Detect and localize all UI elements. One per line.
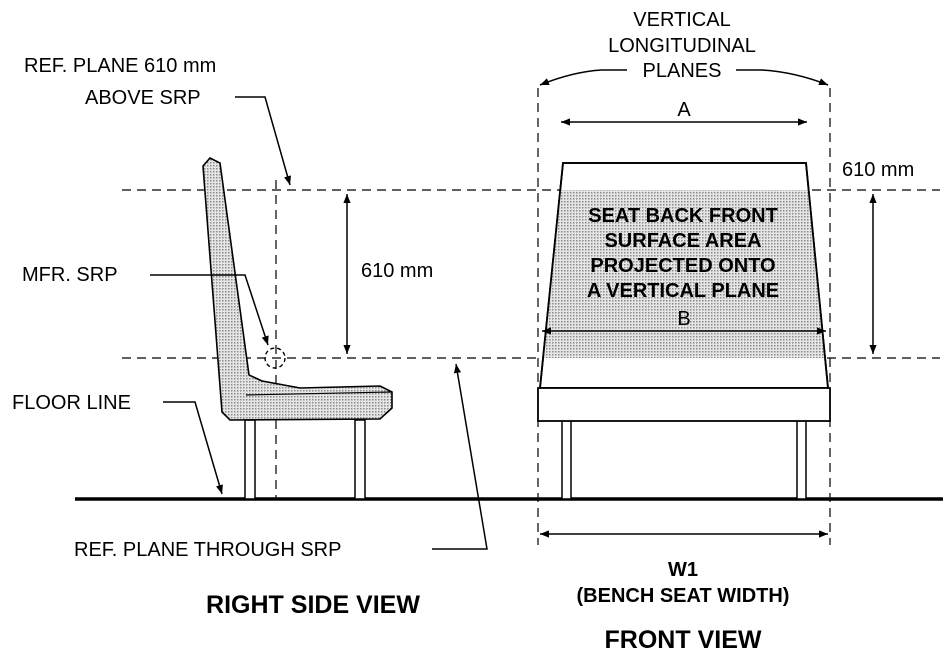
front-right-leg <box>796 419 807 500</box>
projected-area-fill <box>543 190 825 358</box>
dimension-b-label: B <box>677 308 690 330</box>
planes-leader-left <box>539 69 627 86</box>
area-label-line2: SURFACE AREA <box>604 230 761 252</box>
side-seat-profile <box>202 157 393 421</box>
planes-label-line3: PLANES <box>643 60 722 82</box>
front-view-title: FRONT VIEW <box>605 626 762 654</box>
side-rear-leg <box>354 419 366 500</box>
w1-desc-label: (BENCH SEAT WIDTH) <box>577 585 790 607</box>
area-label-line4: A VERTICAL PLANE <box>587 280 779 302</box>
side-view-seat <box>202 157 393 500</box>
right-side-view-title: RIGHT SIDE VIEW <box>206 591 420 619</box>
ref-plane-610-label-line1: REF. PLANE 610 mm <box>24 55 216 77</box>
w1-label: W1 <box>668 559 698 581</box>
front-seat-cushion <box>537 387 831 422</box>
side-seat-crease <box>245 391 393 396</box>
side-front-leg <box>244 419 256 500</box>
area-label-line3: PROJECTED ONTO <box>590 255 775 277</box>
floor-line-label: FLOOR LINE <box>12 392 131 414</box>
side-610-label: 610 mm <box>361 260 433 282</box>
planes-leader-right <box>736 69 829 86</box>
srp-marker-circle <box>264 347 286 369</box>
area-label-line1: SEAT BACK FRONT <box>588 205 778 227</box>
ref-plane-610-label-line2: ABOVE SRP <box>85 87 201 109</box>
floor-line-leader <box>163 401 223 495</box>
front-left-leg <box>561 419 572 500</box>
ref-plane-srp-leader <box>432 363 488 550</box>
mfr-srp-label: MFR. SRP <box>22 264 118 286</box>
dimension-a-label: A <box>677 99 691 121</box>
planes-label-line1: VERTICAL <box>633 9 730 31</box>
planes-label-line2: LONGITUDINAL <box>608 35 756 57</box>
mfr-srp-leader <box>150 274 269 346</box>
front-610-label: 610 mm <box>842 159 914 181</box>
ref-plane-srp-label: REF. PLANE THROUGH SRP <box>74 539 341 561</box>
ref-plane-610-leader <box>235 96 292 186</box>
